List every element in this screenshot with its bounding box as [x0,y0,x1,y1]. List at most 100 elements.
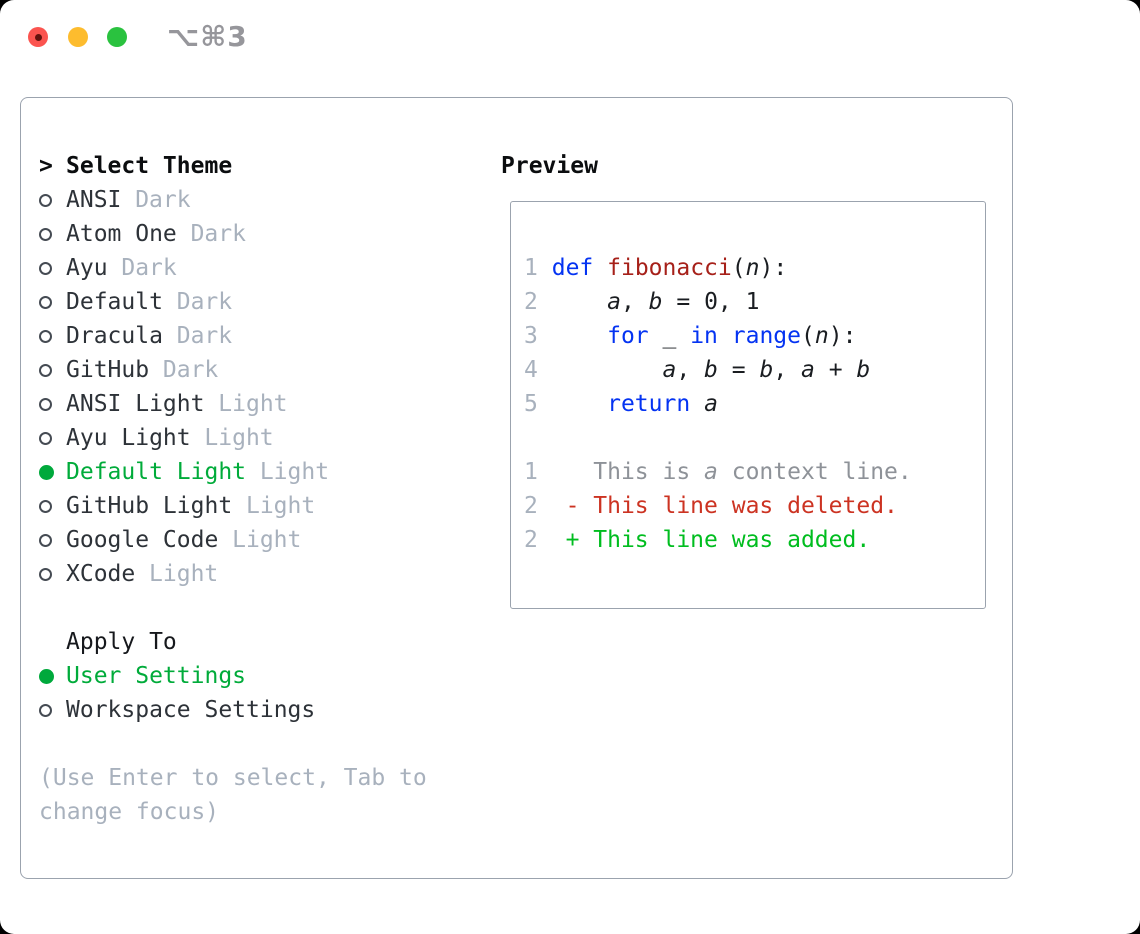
code-token: a [801,357,815,383]
theme-variant-tag: Light [218,391,288,417]
radio-icon[interactable] [39,703,52,717]
apply-section-header-row: Apply To [39,625,427,659]
theme-variant-tag: Light [149,561,219,587]
preview-title: Preview [501,153,598,179]
radio-icon[interactable] [39,397,52,411]
theme-option-label: Default [66,289,163,315]
apply-target-option-label: Workspace Settings [66,697,316,723]
code-token: return [607,391,691,417]
radio-icon[interactable] [39,533,52,547]
code-token: + This line was added. [565,527,871,553]
line-number: 2 [524,493,538,519]
code-token [593,255,607,281]
code-token [690,391,704,417]
code-token: b [759,357,774,383]
theme-variant-tag: Dark [176,323,233,349]
theme-section-header-row: > Select Theme [39,149,427,183]
theme-variant-tag: Light [204,425,274,451]
spacer [39,727,427,761]
close-button-icon[interactable] [28,27,48,47]
radio-icon[interactable] [39,295,52,309]
code-token [538,391,607,417]
code-token: , [676,357,705,383]
code-token: ): [828,323,857,349]
minimize-button-icon[interactable] [68,27,88,47]
code-token: for [607,323,649,349]
radio-icon[interactable] [39,261,52,275]
radio-icon[interactable] [39,363,52,377]
code-token [538,289,607,315]
code-token: ( [801,323,815,349]
theme-option[interactable]: GitHub Dark [39,353,427,387]
theme-option-label: GitHub Light [66,493,233,519]
code-token [538,357,663,383]
preview-box: 1 def fibonacci(n): 2 a, b = 0, 1 3 for … [510,201,986,609]
code-token: a [607,289,621,315]
radio-icon[interactable] [39,499,52,513]
code-token: b [648,289,663,315]
code-token: range [731,323,802,349]
radio-icon[interactable] [39,431,52,445]
code-token: a [704,459,718,485]
radio-selected-icon[interactable] [39,464,54,480]
code-token: This is [593,459,705,485]
theme-option-label: GitHub [66,357,150,383]
theme-option-label: Google Code [66,527,219,553]
apply-target-option[interactable]: Workspace Settings [39,693,427,727]
close-dot-icon [34,33,42,41]
theme-variant-tag: Dark [176,289,233,315]
code-token: context line. [717,459,912,485]
theme-option[interactable]: Default Dark [39,285,427,319]
theme-variant-tag: Dark [135,187,191,213]
line-number: 1 [524,255,538,281]
code-token: fibonacci [607,255,732,281]
code-token [538,255,552,281]
theme-variant-tag: Dark [121,255,177,281]
theme-option[interactable]: Ayu Light Light [39,421,427,455]
apply-section-title: Apply To [66,629,177,655]
line-number: 3 [524,323,538,349]
code-token: ( [731,255,746,281]
theme-option[interactable]: XCode Light [39,557,427,591]
theme-section-title: Select Theme [66,153,233,179]
theme-option-label: ANSI [66,187,122,213]
theme-variant-tag: Light [259,459,330,485]
code-token [538,459,593,485]
preview-code: 1 def fibonacci(n): 2 a, b = 0, 1 3 for … [511,202,985,557]
code-token [538,323,607,349]
radio-icon[interactable] [39,193,52,207]
code-token: - This line was deleted. [565,493,898,519]
radio-selected-icon[interactable] [39,668,54,684]
help-text-line-2: change focus) [39,799,220,825]
radio-icon[interactable] [39,567,52,581]
code-token: + [814,357,857,383]
code-token: = 0, 1 [662,289,760,315]
code-token: n [814,323,829,349]
code-token: ): [759,255,788,281]
code-token [538,493,566,519]
code-token: _ [648,323,691,349]
titlebar: ⌥⌘3 [0,0,1140,76]
code-token [718,323,732,349]
theme-variant-tag: Dark [162,357,219,383]
radio-icon[interactable] [39,227,52,241]
theme-option-label: XCode [66,561,136,587]
radio-icon[interactable] [39,329,52,343]
zoom-button-icon[interactable] [107,27,127,47]
theme-option[interactable]: ANSI Dark [39,183,427,217]
apply-target-option[interactable]: User Settings [39,659,427,693]
line-number: 4 [524,357,538,383]
code-token: n [745,255,760,281]
theme-option-label: Ayu Light [66,425,191,451]
